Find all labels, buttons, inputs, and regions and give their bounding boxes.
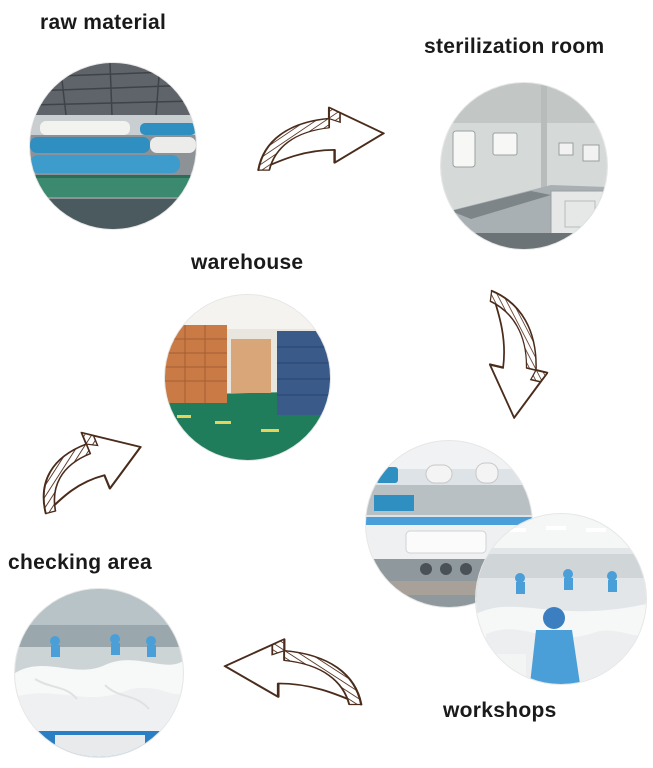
label-raw-material: raw material xyxy=(40,11,167,34)
label-workshops: workshops xyxy=(443,699,557,722)
photo-sterilization-room xyxy=(441,83,607,249)
label-warehouse: warehouse xyxy=(191,251,304,274)
label-sterilization-room: sterilization room xyxy=(424,35,605,58)
curved-arrow-icon xyxy=(223,637,363,706)
photo-workshop-workers xyxy=(476,514,646,684)
curved-arrow-icon xyxy=(253,91,389,183)
photo-raw-material xyxy=(30,63,196,229)
photo-checking-area xyxy=(15,589,183,757)
label-checking-area: checking area xyxy=(8,551,152,574)
curved-arrow-icon xyxy=(18,419,158,515)
curved-arrow-icon xyxy=(475,289,558,426)
photo-warehouse xyxy=(165,295,330,460)
